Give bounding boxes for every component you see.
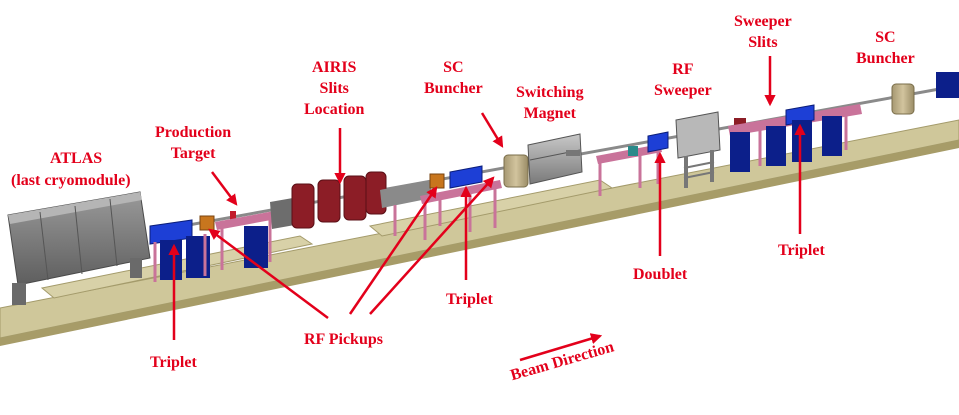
floor (0, 119, 959, 346)
label-atlas-subtitle: (last cryomodule) (11, 172, 131, 189)
label-triplet-1: Triplet (150, 354, 197, 371)
label-triplet-3: Triplet (778, 242, 825, 259)
arrow-rf-pickup-3 (369, 176, 495, 315)
arrow-production-target (211, 171, 238, 206)
sc-buncher-2-body (891, 72, 959, 115)
atlas-cryomodule (7, 191, 151, 305)
annotation-arrows (168, 56, 806, 362)
label-doublet: Doublet (633, 266, 688, 283)
label-production-target: Production Target (155, 124, 232, 162)
label-sc-buncher-1: SC Buncher (424, 59, 483, 97)
label-airis-slits: AIRIS Slits Location (304, 59, 365, 118)
label-rf-pickups: RF Pickups (304, 331, 383, 348)
label-sc-buncher-2: SC Buncher (856, 29, 915, 67)
airis-magnets (270, 171, 442, 236)
label-switching-magnet: Switching Magnet (516, 84, 584, 122)
switching-magnet-body (527, 133, 583, 185)
arrow-sc-buncher-1 (480, 112, 504, 148)
label-atlas: ATLAS (50, 150, 103, 167)
triplet-1-magnets (149, 210, 282, 282)
label-triplet-2: Triplet (446, 291, 493, 308)
arrow-rf-pickup-1 (208, 228, 329, 320)
arrow-beam-direction (519, 333, 603, 362)
arrow-rf-pickup-2 (348, 186, 438, 315)
label-rf-sweeper: RF Sweeper (654, 61, 712, 99)
label-sweeper-slits: Sweeper Slits (734, 13, 792, 51)
